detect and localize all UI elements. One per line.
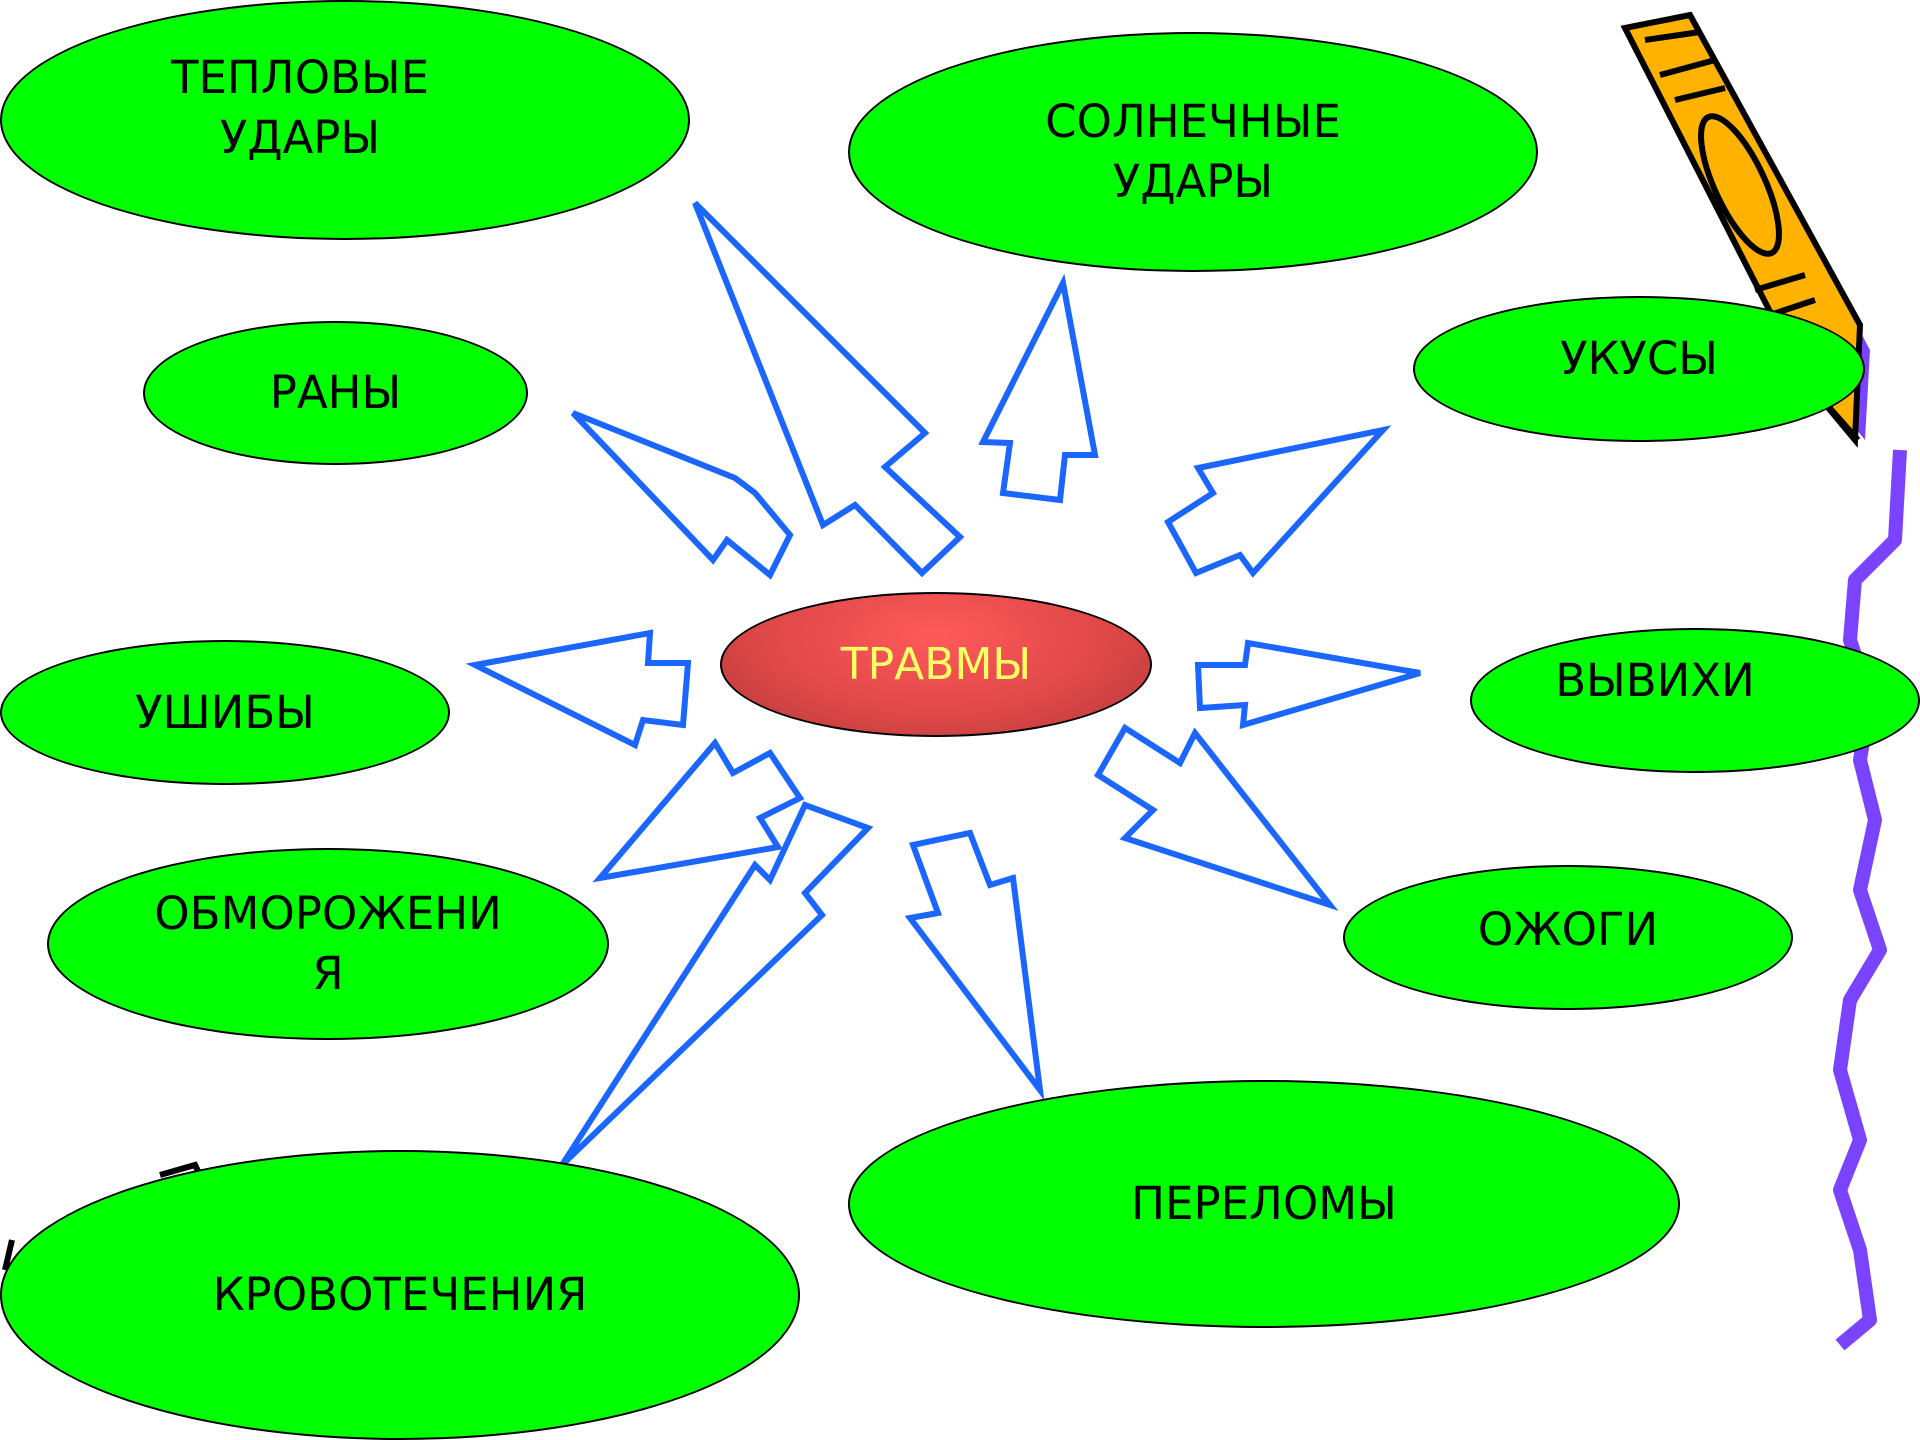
- node-label: ОЖОГИ: [1477, 903, 1659, 956]
- central-node: ТРАВМЫ: [720, 592, 1152, 737]
- node-frostbite: ОБМОРОЖЕНИ Я: [47, 848, 609, 1040]
- node-label: УШИБЫ: [135, 685, 315, 739]
- node-label: ОБМОРОЖЕНИ Я: [154, 887, 502, 1000]
- arrow-to-bites: [1164, 425, 1392, 578]
- node-label: СОЛНЕЧНЫЕ УДАРЫ: [1045, 95, 1341, 208]
- node-label: РАНЫ: [269, 366, 402, 419]
- squiggle-line: [1833, 449, 1907, 1351]
- arrow-to-fractures: [904, 829, 1045, 1101]
- node-sun-strokes: СОЛНЕЧНЫЕ УДАРЫ: [848, 32, 1538, 272]
- arrow-to-sun-strokes: [978, 273, 1099, 504]
- arrow-to-dislocations: [1194, 639, 1421, 730]
- node-label: УКУСЫ: [1560, 332, 1718, 385]
- node-bites: УКУСЫ: [1413, 296, 1865, 442]
- node-heat-strokes: ТЕПЛОВЫЕ УДАРЫ: [0, 0, 690, 240]
- arrow-to-wounds: [570, 410, 794, 580]
- node-label: ВЫВИХИ: [1555, 653, 1755, 707]
- node-dislocations: ВЫВИХИ: [1470, 628, 1920, 773]
- node-label: КРОВОТЕЧЕНИЯ: [212, 1268, 588, 1321]
- node-label: ПЕРЕЛОМЫ: [1131, 1177, 1397, 1230]
- node-wounds: РАНЫ: [143, 321, 528, 465]
- arrow-to-frostbite: [592, 737, 805, 883]
- node-burns: ОЖОГИ: [1343, 865, 1793, 1010]
- central-node-label: ТРАВМЫ: [840, 638, 1032, 690]
- arrow-to-bleeding: [559, 801, 874, 1168]
- arrow-to-bruises: [465, 629, 692, 750]
- node-label: ТЕПЛОВЫЕ УДАРЫ: [170, 50, 430, 164]
- node-bruises: УШИБЫ: [0, 640, 450, 785]
- node-bleeding: КРОВОТЕЧЕНИЯ: [0, 1150, 800, 1440]
- arrow-to-burns: [1093, 723, 1339, 911]
- arrow-to-heat-strokes: [692, 200, 965, 578]
- scribble-decoration: [2, 1239, 15, 1271]
- node-fractures: ПЕРЕЛОМЫ: [848, 1080, 1680, 1328]
